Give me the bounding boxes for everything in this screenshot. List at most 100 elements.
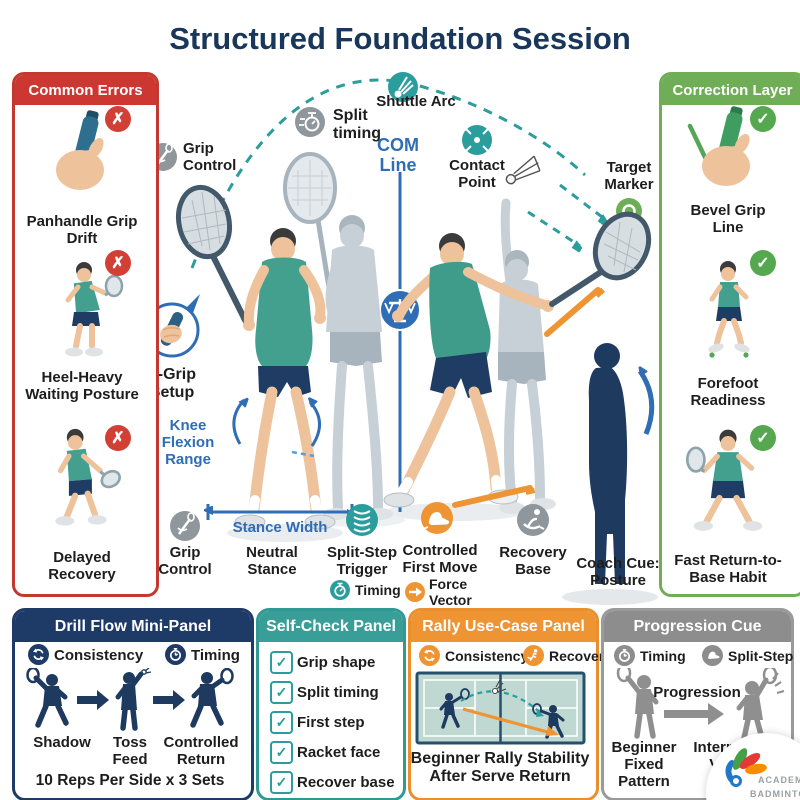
correction-item-label: Bevel Grip Line [690,202,766,236]
ghost-player-right [498,198,556,514]
stance-width-label: Stance Width [232,519,328,536]
progression-arrow-label: Progression [653,684,741,701]
controlled-first-move-icon [421,502,453,534]
walking-player-illustration [55,428,121,526]
error-x-icon: ✗ [105,106,131,132]
split-timing-label: Split timing [333,107,381,142]
toes-player-illustration [708,261,750,358]
neutral-stance-label: Neutral Stance [246,544,298,578]
checkbox-icon: ✓ [270,681,293,704]
drill-steps-art [26,668,234,731]
split-step-trigger-icon [346,504,378,536]
progression-badge-label: Timing [640,648,686,664]
shuttle-icon [388,72,418,102]
correction-check-icon: ✓ [750,425,776,451]
refresh-icon [28,644,49,665]
rally-header: Rally Use-Case Panel [411,611,596,642]
recovery-base-label: Recovery Base [499,544,567,578]
rally-court-art [415,671,586,745]
self-check-panel: Self-Check Panel [256,608,406,800]
self-check-header: Self-Check Panel [259,611,403,642]
self-check-item: Grip shape [297,654,376,671]
correction-item-label: Forefoot Readiness [690,375,766,409]
coach-cue-label: Coach Cue: Posture [576,555,660,589]
v-grip-label: V-Grip Setup [147,366,196,401]
ready-player-illustration [685,429,763,531]
timing-icon [330,580,350,600]
self-check-item: Recover base [297,774,395,791]
force-vector-label: Force Vector [429,576,472,608]
controlled-first-move-label: Controlled First Move [402,542,478,576]
checkbox-icon: ✓ [270,741,293,764]
player-ready [234,228,336,530]
academy-logo: ACADEMY BADMINTON [706,733,800,800]
drill-step-label: Toss Feed [112,734,148,768]
rally-badge-label: Recovery [549,648,613,664]
hand-grip-green-illustration [687,106,750,186]
force-arrows [452,290,598,508]
checkbox-icon: ✓ [270,771,293,794]
error-x-icon: ✗ [105,425,131,451]
contact-point-icon [462,125,492,155]
drill-badge-label: Timing [191,647,240,664]
knee-flexion-label: Knee Flexion Range [161,417,215,468]
drill-footer: 10 Reps Per Side x 3 Sets [35,772,225,789]
drill-step-label: Controlled Return [163,734,239,768]
self-check-item: First step [297,714,365,731]
progression-badge-label: Split-Step [728,648,794,664]
racket-right [549,211,652,307]
coach-silhouette [588,343,655,584]
common-errors-header: Common Errors [15,75,156,105]
force-vector-icon [405,582,425,602]
logo-text-line2: BADMINTON [750,789,800,799]
contact-point-label: Contact Point [449,157,505,191]
stopwatch-icon [614,645,635,666]
checkbox-icon: ✓ [270,711,293,734]
error-item-label: Delayed Recovery [48,549,116,583]
shuttle-arc-path [190,78,606,269]
self-check-item: Racket face [297,744,381,761]
shuttlecock-art [505,155,541,185]
drill-badge-label: Consistency [54,647,144,664]
checkbox-icon: ✓ [270,651,293,674]
stopwatch-icon [165,644,186,665]
progression-figures-art [616,668,785,740]
shuttlecock-logo-icon [725,748,767,787]
error-item-label: Panhandle Grip Drift [26,213,138,247]
progression-header: Progression Cue [604,611,791,642]
refresh-icon [419,645,440,666]
runner-icon [523,645,544,666]
drill-flow-header: Drill Flow Mini-Panel [15,611,251,642]
recovery-base-icon [517,504,549,536]
grip-control-top-label: Grip Control [183,140,237,174]
rally-badge-label: Consistency [445,648,529,664]
split-timing-icon [295,107,325,137]
grip-control-bottom-icon [170,511,200,541]
split-step-trigger-label: Split-Step Trigger [327,544,397,578]
v-grip-callout [144,294,200,358]
grip-control-label: Grip Control [158,544,212,578]
logo-text-line1: ACADEMY [758,775,800,785]
shuttle-arc-label: Shuttle Arc [376,93,456,110]
self-check-item: Split timing [297,684,379,701]
target-marker-label: Target Marker [604,159,654,193]
rally-caption: Beginner Rally Stability After Serve Ret… [410,750,590,785]
racket-left [175,184,250,327]
hand-grip-illustration [56,110,104,190]
progression-level-label: Beginner Fixed Pattern [611,739,677,790]
correction-item-label: Fast Return-to-Base Habit [674,552,782,586]
error-item-label: Heel-Heavy Waiting Posture [25,369,139,403]
foot-icon [702,645,723,666]
knee-flexion-arrows [232,400,321,458]
correction-check-icon: ✓ [750,250,776,276]
drill-step-label: Shadow [33,734,91,751]
correction-layer-header: Correction Layer [662,75,800,105]
timing-label: Timing [355,582,401,598]
error-x-icon: ✗ [105,250,131,276]
com-line-label: COM Line [377,135,419,176]
correction-check-icon: ✓ [750,106,776,132]
ghost-player-middle [283,152,393,520]
leaning-player-illustration [65,262,124,357]
